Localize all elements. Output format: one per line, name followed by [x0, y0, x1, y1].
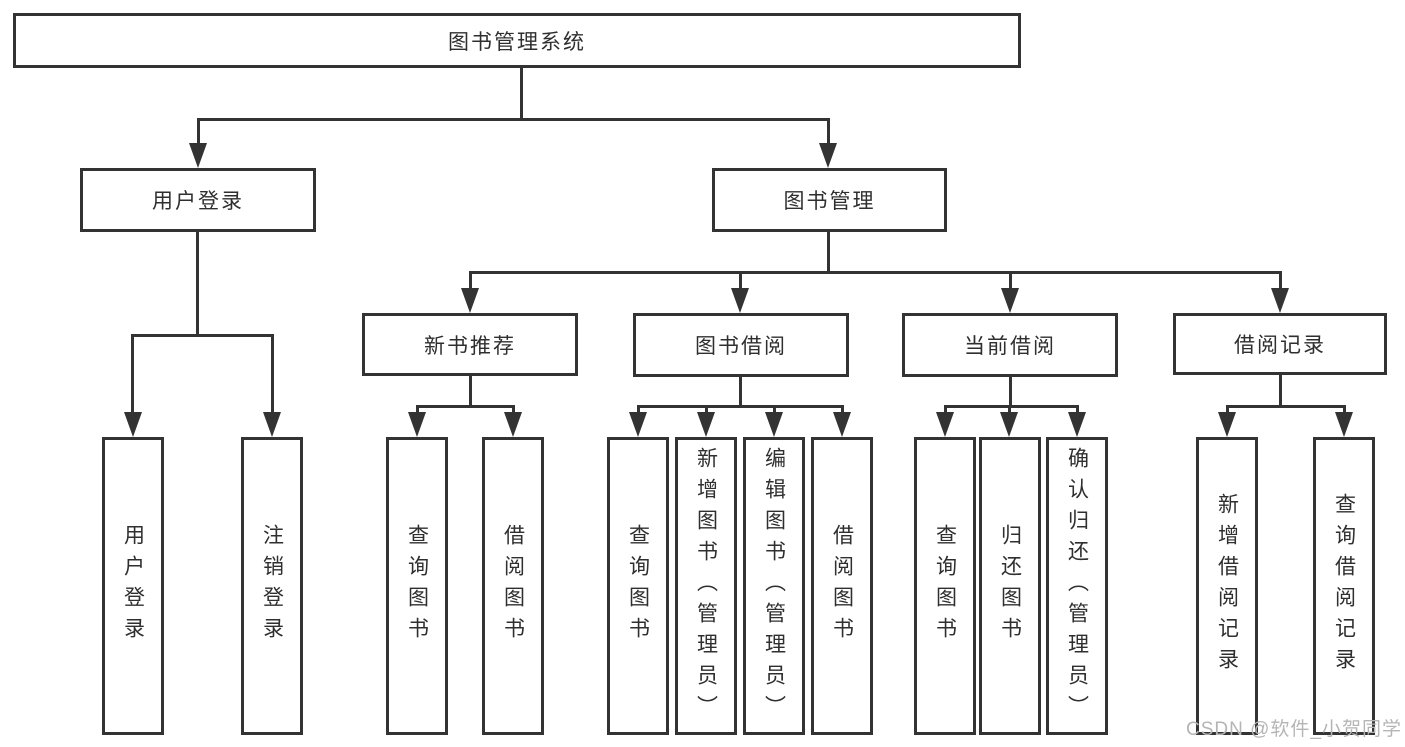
connector-line: [197, 118, 830, 121]
connector-line: [1076, 405, 1079, 415]
connector-line: [637, 405, 844, 408]
arrow-down-icon: [263, 412, 281, 437]
connector-line: [705, 405, 708, 415]
node-book-borrow: 图书借阅: [633, 313, 849, 377]
connector-line: [1279, 271, 1282, 291]
node-user-login: 用户登录: [80, 168, 316, 232]
arrow-down-icon: [1068, 412, 1086, 437]
connector-line: [416, 405, 419, 415]
leaf-label: 用户登录: [121, 524, 145, 648]
connector-line: [841, 405, 844, 415]
leaf-logout: 注销登录: [241, 437, 303, 735]
connector-line: [637, 405, 640, 415]
connector-line: [739, 271, 742, 291]
leaf-label: 注销登录: [260, 524, 284, 648]
leaf-newbook-borrow-books: 借阅图书: [482, 437, 544, 735]
leaf-borrow-add-books-admin: 新增图书（管理员）: [675, 437, 737, 735]
connector-line: [512, 405, 515, 415]
leaf-label: 归还图书: [998, 524, 1022, 648]
leaf-current-return-books: 归还图书: [979, 437, 1041, 735]
connector-line: [416, 405, 515, 408]
connector-line: [520, 67, 523, 120]
connector-line: [1343, 405, 1346, 415]
arrow-down-icon: [1000, 412, 1018, 437]
leaf-record-add-record: 新增借阅记录: [1196, 437, 1258, 735]
leaf-user-login: 用户登录: [102, 437, 164, 735]
connector-line: [1279, 375, 1282, 407]
leaf-borrow-query-books: 查询图书: [607, 437, 669, 735]
leaf-label: 借阅图书: [501, 524, 525, 648]
arrow-down-icon: [1001, 288, 1019, 313]
connector-line: [1009, 271, 1012, 291]
connector-line: [1226, 405, 1346, 408]
node-current-borrow: 当前借阅: [902, 313, 1118, 377]
leaf-label: 查询借阅记录: [1332, 493, 1356, 679]
leaf-label: 借阅图书: [830, 524, 854, 648]
arrow-down-icon: [1335, 412, 1353, 437]
arrow-down-icon: [408, 412, 426, 437]
arrow-down-icon: [731, 288, 749, 313]
arrow-down-icon: [833, 412, 851, 437]
connector-line: [132, 334, 274, 337]
connector-line: [469, 271, 472, 291]
leaf-label: 查询图书: [933, 524, 957, 648]
arrow-down-icon: [189, 143, 207, 168]
leaf-label: 确认归还（管理员）: [1065, 446, 1089, 726]
leaf-current-confirm-return-admin: 确认归还（管理员）: [1046, 437, 1108, 735]
leaf-label: 编辑图书（管理员）: [762, 446, 786, 726]
arrow-down-icon: [765, 412, 783, 437]
leaf-newbook-query-books: 查询图书: [386, 437, 448, 735]
connector-line: [1226, 405, 1229, 415]
connector-line: [944, 405, 947, 415]
node-book-management: 图书管理: [712, 168, 947, 232]
arrow-down-icon: [1218, 412, 1236, 437]
arrow-down-icon: [504, 412, 522, 437]
leaf-borrow-borrow-books: 借阅图书: [811, 437, 873, 735]
leaf-record-query-record: 查询借阅记录: [1313, 437, 1375, 735]
connector-line: [469, 271, 1281, 274]
connector-line: [271, 334, 274, 414]
connector-line: [739, 376, 742, 407]
arrow-down-icon: [697, 412, 715, 437]
arrow-down-icon: [461, 288, 479, 313]
node-root: 图书管理系统: [13, 13, 1021, 68]
connector-line: [469, 375, 472, 407]
leaf-label: 查询图书: [405, 524, 429, 648]
leaf-label: 查询图书: [626, 524, 650, 648]
leaf-borrow-edit-books-admin: 编辑图书（管理员）: [743, 437, 805, 735]
connector-line: [773, 405, 776, 415]
node-new-book-recommend: 新书推荐: [362, 313, 578, 376]
arrow-down-icon: [629, 412, 647, 437]
connector-line: [197, 118, 200, 146]
connector-line: [1009, 377, 1012, 407]
arrow-down-icon: [819, 143, 837, 168]
connector-line: [827, 232, 830, 273]
arrow-down-icon: [936, 412, 954, 437]
arrow-down-icon: [1271, 288, 1289, 313]
connector-line: [1008, 405, 1011, 415]
leaf-label: 新增借阅记录: [1215, 493, 1239, 679]
node-borrow-record: 借阅记录: [1173, 313, 1387, 375]
arrow-down-icon: [124, 412, 142, 437]
leaf-current-query-books: 查询图书: [914, 437, 976, 735]
connector-line: [131, 334, 134, 414]
connector-line: [196, 232, 199, 336]
csdn-watermark: CSDN @软件_小贺同学: [1186, 719, 1402, 740]
connector-line: [944, 405, 1079, 408]
connector-line: [827, 118, 830, 146]
leaf-label: 新增图书（管理员）: [694, 446, 718, 726]
